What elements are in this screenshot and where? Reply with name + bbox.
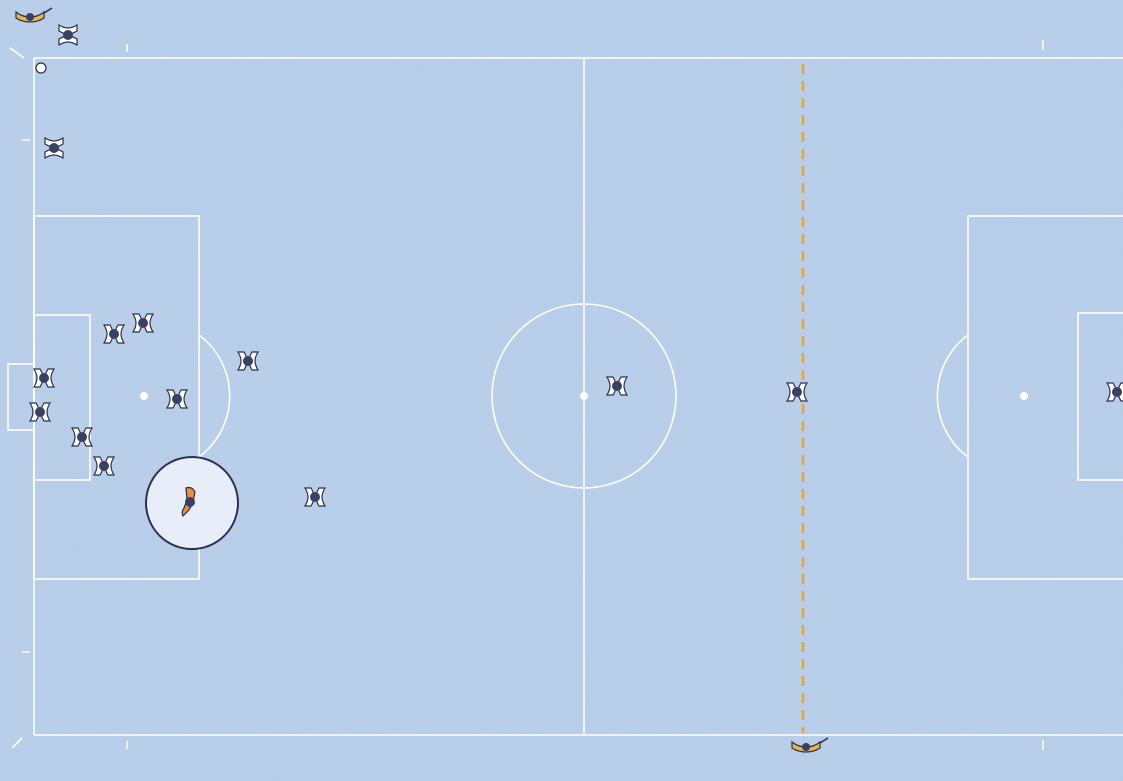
far-right-player-icon — [1107, 383, 1123, 401]
right-penalty-spot — [1020, 392, 1028, 400]
ball-icon — [36, 63, 46, 73]
left-penalty-spot — [140, 392, 148, 400]
centre-spot — [580, 392, 588, 400]
